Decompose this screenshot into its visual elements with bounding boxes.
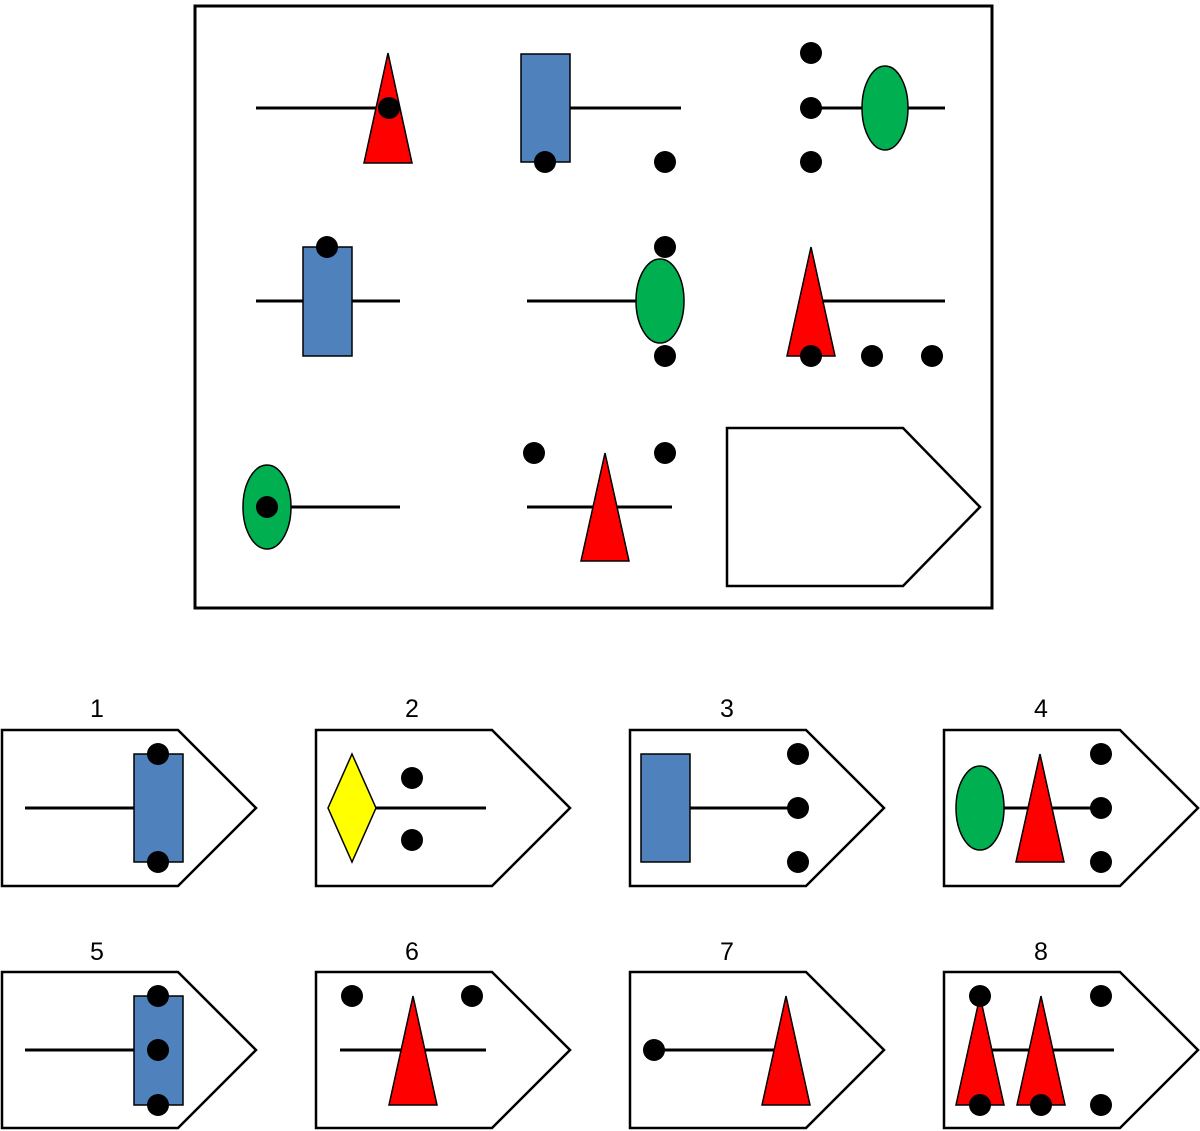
answer-option-3[interactable]: 3: [628, 695, 886, 888]
red-triangle: [761, 995, 811, 1106]
matrix-cell-8: [523, 442, 676, 562]
black-dot: [1090, 1094, 1112, 1116]
answer-option-4[interactable]: 4: [942, 695, 1200, 888]
option-number: 4: [1034, 695, 1048, 723]
black-dot: [787, 851, 809, 873]
puzzle-matrix: [193, 4, 994, 610]
black-dot: [654, 151, 676, 173]
answer-option-1[interactable]: 1: [0, 695, 258, 888]
black-dot: [800, 42, 822, 64]
matrix-cell-2: [520, 53, 681, 173]
yellow-diamond: [327, 752, 377, 864]
option-number: 8: [1034, 938, 1048, 966]
option-number: 2: [405, 695, 419, 723]
matrix-cell-3: [800, 42, 945, 173]
black-dot: [921, 345, 943, 367]
black-dot: [654, 236, 676, 258]
answer-options: 1 2 3 4: [0, 695, 1200, 1130]
red-triangle: [580, 452, 630, 562]
black-dot: [800, 97, 822, 119]
black-dot: [654, 345, 676, 367]
black-dot: [534, 151, 556, 173]
matrix-cell-6: [786, 246, 945, 367]
blue-rectangle: [133, 753, 184, 863]
option-number: 7: [720, 938, 734, 966]
black-dot: [401, 767, 423, 789]
black-dot: [316, 236, 338, 258]
option-number: 6: [405, 938, 419, 966]
option-number: 5: [90, 938, 104, 966]
black-dot: [969, 985, 991, 1007]
black-dot: [341, 985, 363, 1007]
black-dot: [256, 496, 278, 518]
matrix-cell-1: [256, 52, 413, 164]
matrix-cell-7: [242, 464, 400, 550]
black-dot: [378, 97, 400, 119]
black-dot: [147, 1094, 169, 1116]
green-ellipse: [955, 765, 1005, 851]
answer-option-8[interactable]: 8: [942, 938, 1200, 1130]
black-dot: [969, 1094, 991, 1116]
black-dot: [147, 743, 169, 765]
black-dot: [1090, 797, 1112, 819]
blue-rectangle: [302, 246, 353, 357]
red-triangle: [388, 995, 438, 1106]
black-dot: [147, 851, 169, 873]
green-ellipse: [861, 65, 909, 151]
black-dot: [800, 151, 822, 173]
black-dot: [147, 1039, 169, 1061]
option-number: 3: [720, 695, 734, 723]
green-ellipse: [635, 258, 685, 344]
black-dot: [861, 345, 883, 367]
black-dot: [1030, 1094, 1052, 1116]
black-dot: [654, 442, 676, 464]
black-dot: [1090, 743, 1112, 765]
answer-option-2[interactable]: 2: [314, 695, 572, 888]
black-dot: [1090, 851, 1112, 873]
missing-cell-placeholder: [725, 426, 982, 588]
black-dot: [461, 985, 483, 1007]
blue-rectangle: [520, 53, 571, 163]
answer-option-7[interactable]: 7: [628, 938, 886, 1130]
answer-option-6[interactable]: 6: [314, 938, 572, 1130]
black-dot: [1090, 985, 1112, 1007]
blue-rectangle: [640, 753, 691, 863]
answer-option-5[interactable]: 5: [0, 938, 258, 1130]
black-dot: [401, 829, 423, 851]
red-triangle: [1015, 753, 1065, 863]
black-dot: [800, 345, 822, 367]
matrix-cell-5: [527, 236, 685, 367]
black-dot: [523, 442, 545, 464]
black-dot: [787, 743, 809, 765]
matrix-cell-4: [256, 236, 400, 357]
black-dot: [787, 797, 809, 819]
black-dot: [643, 1039, 665, 1061]
option-number: 1: [90, 695, 104, 723]
black-dot: [147, 985, 169, 1007]
